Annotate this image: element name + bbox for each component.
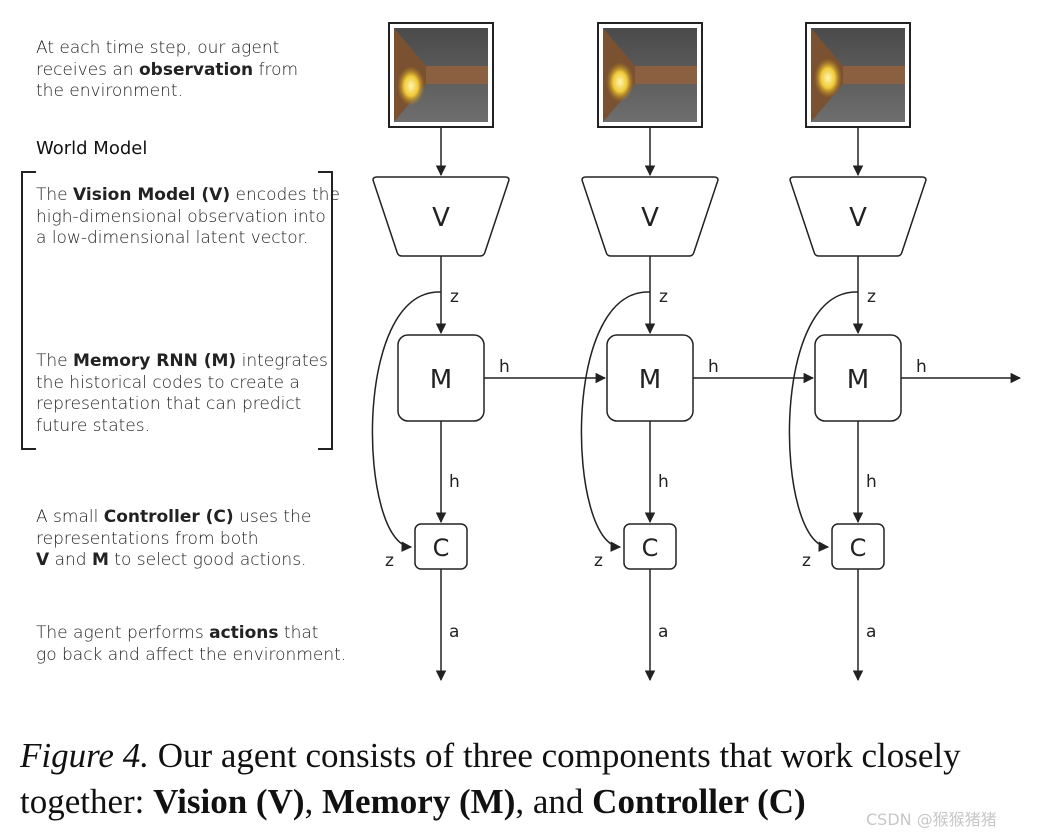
observation-corridor-1 — [426, 66, 488, 84]
arrow-z-to-c-1 — [371, 291, 442, 552]
observation-fireball-3 — [814, 58, 842, 98]
h-recurrent-label-2: h — [708, 357, 719, 377]
arrow-z-to-c-2 — [580, 291, 651, 552]
vision-description: The Vision Model (V) encodes the high-di… — [36, 185, 340, 248]
action-label-2: a — [658, 622, 668, 642]
observation-fireball-2 — [606, 62, 634, 102]
observation-corridor-2 — [635, 66, 697, 84]
controller-label-2: C — [642, 534, 659, 562]
observation-corridor-3 — [843, 66, 905, 84]
h-recurrent-label-3: h — [916, 357, 927, 377]
h-recurrent-label-1: h — [499, 357, 510, 377]
vision-model-v-1 — [372, 176, 510, 257]
z-to-c-label-1: z — [385, 551, 394, 571]
controller-label-1: C — [433, 534, 450, 562]
vision-label-1: V — [432, 203, 450, 233]
memory-label-3: M — [847, 365, 869, 395]
memory-label-1: M — [430, 365, 452, 395]
z-to-c-label-2: z — [594, 551, 603, 571]
h-label-3: h — [866, 472, 877, 492]
world-model-title: World Model — [36, 138, 148, 159]
z-label-1: z — [450, 287, 459, 307]
z-label-2: z — [659, 287, 668, 307]
z-label-3: z — [867, 287, 876, 307]
actions-description: The agent performs actions that go back … — [36, 623, 347, 665]
h-label-1: h — [449, 472, 460, 492]
h-label-2: h — [658, 472, 669, 492]
arrow-z-to-c-3 — [788, 291, 859, 552]
vision-model-v-3 — [789, 176, 927, 257]
z-to-c-label-3: z — [802, 551, 811, 571]
observation-fireball-1 — [397, 66, 425, 106]
world-model-bracket-left — [21, 171, 36, 450]
vision-model-v-2 — [581, 176, 719, 257]
vision-label-3: V — [849, 203, 867, 233]
observation-description: At each time step, our agent receives an… — [36, 38, 299, 101]
controller-label-3: C — [850, 534, 867, 562]
vision-label-2: V — [641, 203, 659, 233]
figure-caption: Figure 4. Our agent consists of three co… — [20, 736, 961, 821]
memory-label-2: M — [639, 365, 661, 395]
memory-description: The Memory RNN (M) integrates the histor… — [36, 351, 328, 436]
watermark: CSDN @猴猴猪猪 — [866, 810, 997, 829]
action-label-3: a — [866, 622, 876, 642]
action-label-1: a — [449, 622, 459, 642]
controller-description: A small Controller (C) uses the represen… — [36, 507, 312, 570]
world-model-bracket-right — [318, 171, 333, 450]
